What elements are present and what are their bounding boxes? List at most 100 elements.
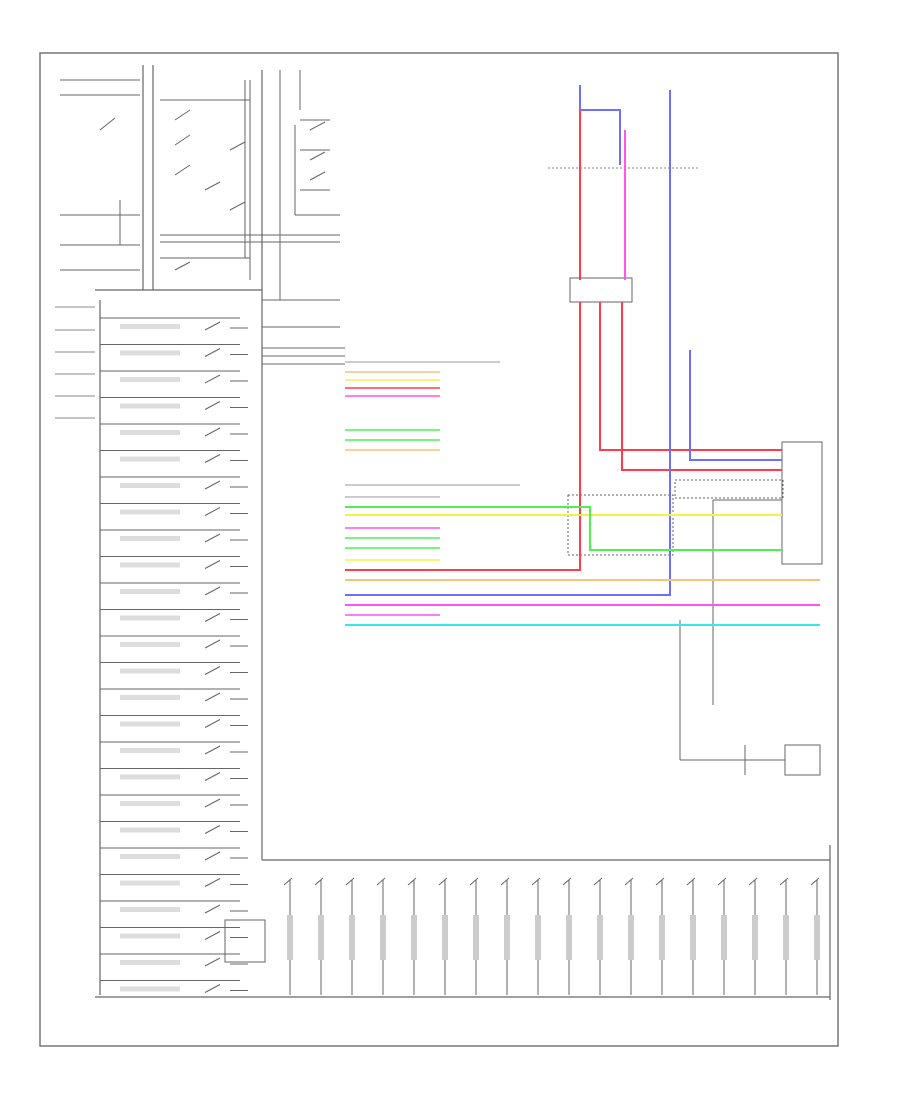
switch-label-block <box>120 350 180 356</box>
component-contact <box>593 877 603 886</box>
component-contact <box>717 877 727 886</box>
switch-contact <box>204 507 221 516</box>
switch-contact <box>204 639 221 649</box>
switch-contact <box>204 401 221 410</box>
switch-contact <box>204 692 221 702</box>
switch-contact <box>204 957 221 967</box>
left-switch-rows <box>100 317 248 993</box>
switch-contact <box>204 745 221 755</box>
switch-label-block <box>120 880 180 886</box>
wire-red-mid <box>345 302 581 571</box>
component-label-block <box>349 915 355 960</box>
switch-label-block <box>120 774 180 780</box>
switch-label-block <box>120 986 180 992</box>
left-bus <box>95 65 831 1000</box>
switch-label-block <box>120 668 180 674</box>
switch-contact <box>204 454 221 463</box>
switch-label-block <box>120 456 180 462</box>
switch-label-block <box>120 536 180 541</box>
middle-harness-wires <box>345 361 520 616</box>
switch-label-block <box>120 748 180 753</box>
component-label-block <box>721 915 727 960</box>
component-label-block <box>380 915 386 960</box>
component-contact <box>810 877 820 886</box>
switch-contact <box>204 719 221 728</box>
switch-label-block <box>120 854 180 859</box>
component-contact <box>686 877 696 886</box>
component-label-block <box>318 915 324 960</box>
relay-box <box>224 919 266 963</box>
switch-label-block <box>120 615 180 621</box>
component-label-block <box>287 915 293 960</box>
switch-contact <box>204 586 221 596</box>
switch-label-block <box>120 960 180 965</box>
switch-contact <box>204 374 221 384</box>
component-label-block <box>814 915 820 960</box>
component-contact <box>314 877 324 886</box>
component-contact <box>748 877 758 886</box>
component-label-block <box>473 915 479 960</box>
wire-blue-right <box>689 350 782 461</box>
switch-contact <box>204 321 221 331</box>
wire-green-right <box>345 506 782 551</box>
left-edge-stubs <box>55 306 95 419</box>
switch-contact <box>204 825 221 834</box>
component-label-block <box>628 915 634 960</box>
switch-contact <box>204 772 221 781</box>
wire-red-right-2 <box>621 302 782 471</box>
component-label-block <box>690 915 696 960</box>
switch-label-block <box>120 642 180 647</box>
component-contact <box>407 877 417 886</box>
switch-contact <box>204 533 221 543</box>
component-label-block <box>783 915 789 960</box>
switch-label-block <box>120 695 180 700</box>
switch-label-block <box>120 509 180 515</box>
component-label-block <box>535 915 541 960</box>
switch-contact <box>204 878 221 887</box>
switch-label-block <box>120 827 180 833</box>
component-contact <box>438 877 448 886</box>
component-contact <box>469 877 479 886</box>
component-contact <box>562 877 572 886</box>
top-left-switches <box>60 70 345 365</box>
switch-contact <box>204 613 221 622</box>
switch-label-block <box>120 430 180 435</box>
switch-label-block <box>120 933 180 939</box>
switch-contact <box>204 984 221 993</box>
switch-label-block <box>120 907 180 912</box>
switch-contact <box>204 798 221 808</box>
switch-label-block <box>120 721 180 727</box>
switch-label-block <box>120 801 180 806</box>
component-contact <box>779 877 789 886</box>
component-label-block <box>504 915 510 960</box>
component-label-block <box>566 915 572 960</box>
switch-label-block <box>120 589 180 594</box>
switch-contact <box>204 904 221 914</box>
bottom-component-row <box>283 877 820 995</box>
component-contact <box>624 877 634 886</box>
switch-contact <box>204 560 221 569</box>
wire-blue-top <box>579 85 621 165</box>
component-contact <box>345 877 355 886</box>
diagram-frame <box>39 52 839 1047</box>
junction-block <box>569 277 633 303</box>
switch-contact <box>204 851 221 861</box>
component-contact <box>655 877 665 886</box>
switch-contact <box>204 666 221 675</box>
component-contact <box>283 877 293 886</box>
switch-label-block <box>120 377 180 382</box>
switch-contact <box>204 348 221 357</box>
switch-label-block <box>120 403 180 409</box>
component-label-block <box>442 915 448 960</box>
switch-contact <box>204 480 221 490</box>
switch-label-block <box>120 483 180 488</box>
switch-contact <box>204 931 221 940</box>
right-module <box>567 441 823 776</box>
wire-red-right <box>599 302 782 451</box>
switch-contact <box>204 427 221 437</box>
switch-label-block <box>120 562 180 568</box>
component-label-block <box>752 915 758 960</box>
component-label-block <box>659 915 665 960</box>
switch-label-block <box>120 324 180 329</box>
